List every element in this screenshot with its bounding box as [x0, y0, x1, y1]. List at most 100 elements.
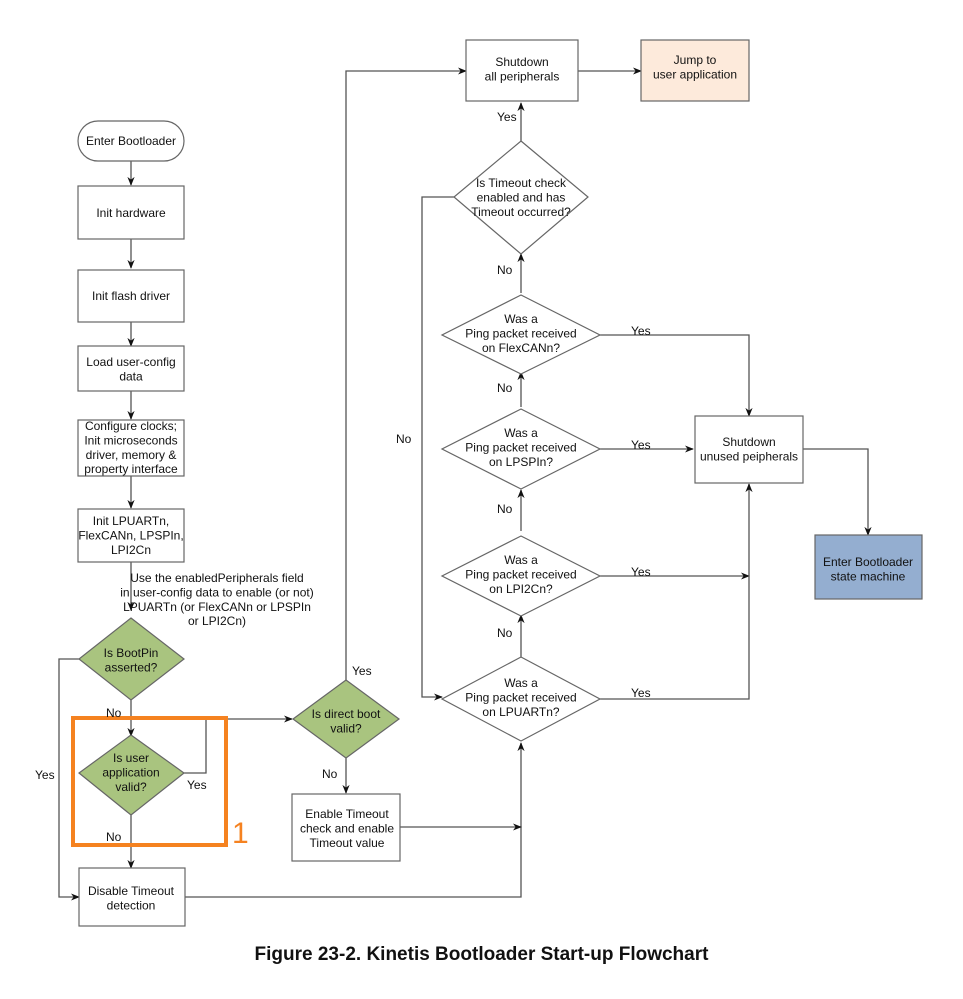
node-user-app-valid-decision [78, 734, 185, 816]
text-init-flash: Init flash driver [92, 289, 170, 303]
text-line: Enable Timeout [305, 807, 389, 821]
text-line: Was a [504, 676, 538, 690]
node-bootpin-decision [78, 617, 185, 701]
label-direct-boot-yes: Yes [352, 664, 372, 678]
node-disable-timeout [78, 867, 186, 927]
text-line: Use the enabledPeripherals field [130, 571, 303, 585]
edge-flexcan-yes [600, 334, 753, 417]
text-init-peripherals: Init LPUARTn,FlexCANn, LPSPIn,LPI2Cn [78, 514, 183, 557]
text-line: Is user [113, 751, 149, 765]
text-line: on FlexCANn? [482, 341, 560, 355]
text-line: all peripherals [485, 69, 560, 83]
label-lpuart-yes: Yes [631, 686, 651, 700]
label-bootpin-no: No [106, 706, 122, 720]
label-timeout-yes: Yes [497, 110, 517, 124]
text-line: Is direct boot [312, 707, 381, 721]
label-flexcan-no: No [497, 381, 513, 395]
text-line: user application [653, 67, 737, 81]
text-line: valid? [115, 780, 147, 794]
text-line: Disable Timeout [88, 884, 175, 898]
text-line: Shutdown [722, 435, 775, 449]
text-line: on LPSPIn? [489, 455, 553, 469]
node-init-peripherals [77, 508, 185, 563]
text-line: on LPI2Cn? [489, 582, 553, 596]
node-ping-lpspi-decision [440, 408, 602, 490]
text-line: Is Timeout check [476, 176, 567, 190]
label-lpi2c-no: No [497, 626, 513, 640]
label-lpi2c-yes: Yes [631, 565, 651, 579]
edge-direct-boot-yes [345, 67, 467, 680]
text-enter-bootloader: Enter Bootloader [86, 134, 176, 148]
edge-timeout-no-loop [421, 196, 454, 701]
text-line: LPUARTn (or FlexCANn or LPSPIn [123, 600, 311, 614]
node-jump-to-app [640, 39, 750, 102]
text-line: Init flash driver [92, 289, 170, 303]
text-init-hardware: Init hardware [96, 206, 166, 220]
text-line: valid? [330, 721, 362, 735]
node-enable-timeout [291, 793, 401, 862]
text-line: property interface [84, 462, 178, 476]
edge-userapp-yes [184, 715, 293, 774]
label-bootpin-yes: Yes [35, 768, 55, 782]
text-line: Init LPUARTn, [93, 514, 169, 528]
text-line: application [102, 765, 159, 779]
text-line: Ping packet received [465, 690, 576, 704]
edge-lpuart-yes [600, 483, 753, 700]
label-userapp-yes: Yes [187, 778, 207, 792]
node-init-hardware [77, 185, 185, 240]
text-line: unused peipherals [700, 449, 798, 463]
edge-disable-timeout-out [184, 742, 525, 898]
node-shutdown-all [465, 39, 579, 102]
text-line: Enter Bootloader [86, 134, 176, 148]
text-line: on LPUARTn? [482, 705, 559, 719]
text-line: in user-config data to enable (or not) [120, 585, 313, 599]
node-ping-lpuart-decision [440, 656, 602, 742]
node-timeout-decision [453, 140, 589, 255]
text-line: state machine [831, 569, 906, 583]
label-lpspi-no: No [497, 502, 513, 516]
edge-unused-to-state-machine [803, 448, 872, 536]
label-timeout-no-loop: No [396, 432, 412, 446]
figure-caption: Figure 23-2. Kinetis Bootloader Start-up… [254, 944, 709, 965]
label-flexcan-yes: Yes [631, 324, 651, 338]
text-line: enabled and has [477, 190, 566, 204]
text-line: Was a [504, 553, 538, 567]
text-line: Enter Bootloader [823, 555, 913, 569]
node-init-flash [77, 269, 185, 323]
text-line: Timeout occurred? [471, 205, 571, 219]
text-line: or LPI2Cn) [188, 614, 246, 628]
node-bootloader-state-machine [814, 534, 923, 600]
node-configure-clocks [77, 419, 185, 477]
text-line: Init hardware [96, 206, 166, 220]
text-line: Was a [504, 426, 538, 440]
label-timeout-no: No [497, 263, 513, 277]
highlight-marker-number: 1 [232, 817, 249, 850]
text-line: check and enable [300, 821, 394, 835]
text-line: Load user-config [86, 355, 175, 369]
text-line: Ping packet received [465, 440, 576, 454]
edge-bootpin-yes [58, 658, 80, 901]
node-load-config [77, 345, 185, 392]
node-ping-flexcan-decision [440, 294, 602, 375]
text-line: Is BootPin [104, 646, 159, 660]
text-line: Shutdown [495, 55, 548, 69]
text-line: Ping packet received [465, 326, 576, 340]
text-line: Was a [504, 312, 538, 326]
node-enter-bootloader [77, 120, 185, 162]
text-line: LPI2Cn [111, 543, 151, 557]
label-direct-boot-no: No [322, 767, 338, 781]
text-line: detection [107, 898, 156, 912]
